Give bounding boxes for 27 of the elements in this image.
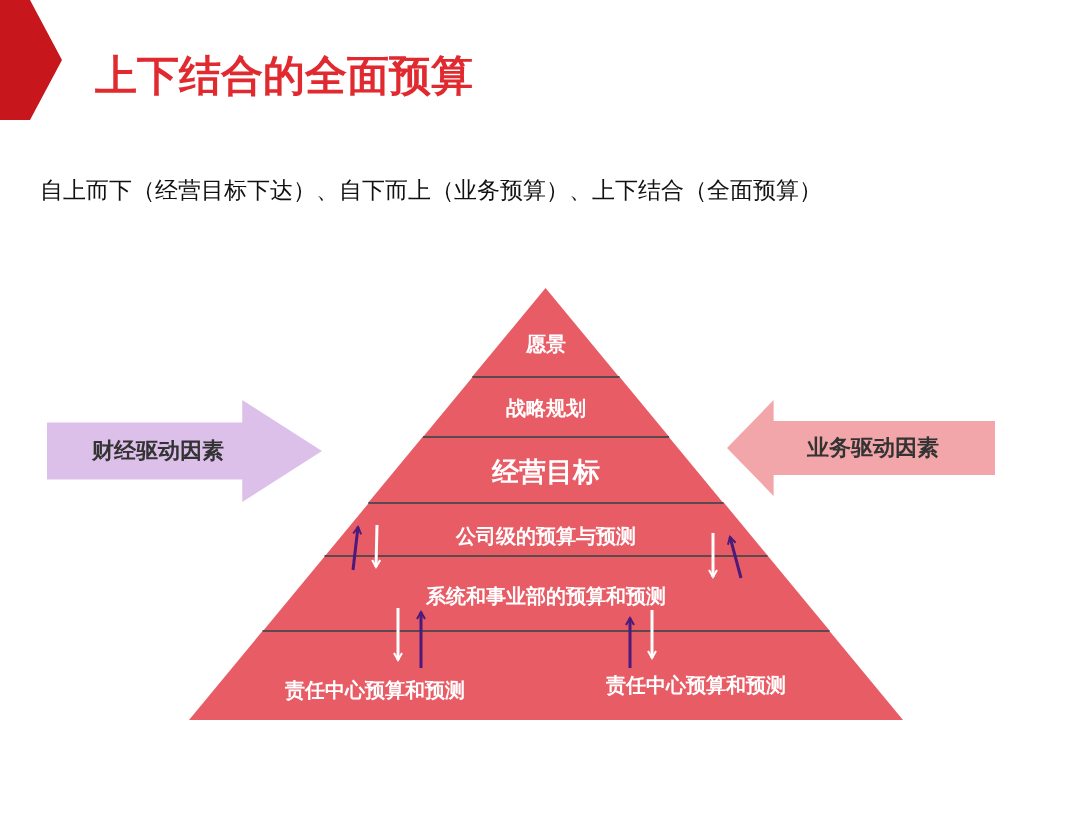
pyramid-layer bbox=[262, 556, 830, 631]
arrow-label: 业务驱动因素 bbox=[807, 435, 939, 461]
pyramid-layer bbox=[422, 377, 670, 437]
arrow bbox=[726, 536, 743, 579]
pyramid-layer bbox=[324, 503, 768, 556]
arrow-label: 财经驱动因素 bbox=[92, 438, 224, 464]
title: 上下结合的全面预算 bbox=[95, 50, 473, 102]
pyramid-layer bbox=[368, 437, 724, 503]
pyramid-layer bbox=[189, 631, 903, 720]
layer-label: 公司级的预算与预测 bbox=[456, 525, 636, 547]
arrow bbox=[708, 533, 718, 578]
arrow bbox=[371, 524, 382, 568]
subtitle-text: 自上而下（经营目标下达）、自下而上（业务预算）、上下结合（全面预算） bbox=[40, 176, 822, 205]
layer-label: 经营目标 bbox=[492, 457, 600, 487]
pyramid-layer bbox=[472, 288, 620, 377]
layer-label: 系统和事业部的预算和预测 bbox=[426, 585, 666, 607]
layer-label: 责任中心预算和预测 bbox=[606, 674, 786, 696]
arrow bbox=[625, 617, 635, 668]
layer-label: 责任中心预算和预测 bbox=[285, 679, 465, 701]
arrow bbox=[351, 526, 363, 571]
arrow bbox=[647, 610, 657, 659]
layer-label: 愿景 bbox=[526, 333, 566, 355]
block-arrow bbox=[47, 400, 322, 502]
block-arrow bbox=[727, 400, 995, 496]
layer-label: 战略规划 bbox=[506, 397, 586, 419]
arrow bbox=[416, 611, 426, 668]
arrow bbox=[393, 608, 403, 661]
